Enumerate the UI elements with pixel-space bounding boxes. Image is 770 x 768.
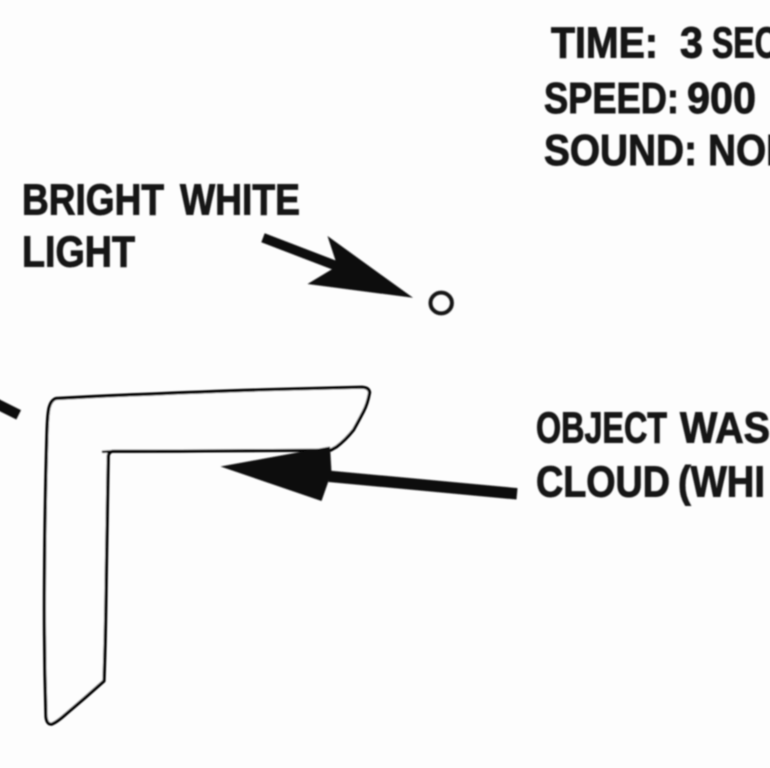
svg-text:SOUND:: SOUND: bbox=[544, 127, 697, 175]
svg-text:WHITE: WHITE bbox=[180, 177, 300, 225]
svg-text:WAS: WAS bbox=[680, 405, 770, 453]
svg-text:NONE: NONE bbox=[708, 127, 770, 175]
svg-text:BRIGHT: BRIGHT bbox=[22, 177, 164, 225]
svg-text:TIME:: TIME: bbox=[551, 20, 658, 68]
svg-text:CLOUD: CLOUD bbox=[536, 459, 670, 507]
svg-text:SPEED:: SPEED: bbox=[544, 75, 679, 123]
svg-text:LIGHT: LIGHT bbox=[22, 229, 135, 277]
svg-text:3: 3 bbox=[680, 20, 703, 68]
svg-text:900: 900 bbox=[687, 75, 756, 123]
svg-text:SECONDS: SECONDS bbox=[712, 20, 770, 68]
svg-text:OBJECT: OBJECT bbox=[536, 405, 667, 453]
svg-text:(WHI: (WHI bbox=[678, 459, 765, 507]
